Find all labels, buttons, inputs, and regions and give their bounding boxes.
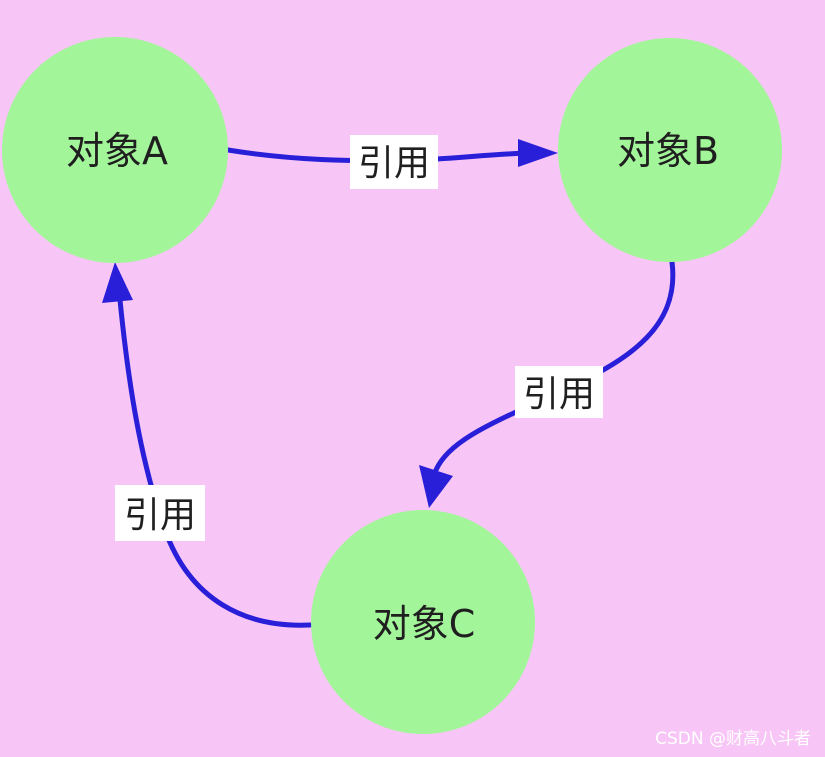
edge-a-to-b-arrowhead [518, 139, 558, 167]
edge-b-to-c-label: 引用 [523, 374, 595, 415]
node-a-circle [2, 37, 228, 263]
edge-c-to-a-label-box [115, 485, 205, 541]
edge-b-to-c-label-box [515, 366, 603, 418]
edge-a-to-b: 引用 [225, 135, 558, 189]
edge-c-to-a-line [117, 297, 313, 628]
node-c-label: 对象C [373, 602, 476, 646]
node-a-label: 对象A [66, 129, 168, 173]
node-b: 对象B [558, 38, 782, 262]
node-c: 对象C [311, 510, 535, 734]
edge-c-to-a-arrowhead [102, 262, 133, 303]
node-a: 对象A [2, 37, 228, 263]
edge-b-to-c: 引用 [419, 259, 676, 508]
edge-a-to-b-label-box [350, 135, 438, 189]
node-c-circle [311, 510, 535, 734]
edge-c-to-a: 引用 [102, 262, 313, 628]
edge-c-to-a-label: 引用 [124, 495, 196, 536]
edge-a-to-b-label: 引用 [358, 143, 430, 184]
node-b-label: 对象B [617, 129, 719, 173]
edge-b-to-c-arrowhead [419, 465, 453, 508]
node-b-circle [558, 38, 782, 262]
watermark-text: CSDN @财高八斗者 [655, 729, 811, 749]
